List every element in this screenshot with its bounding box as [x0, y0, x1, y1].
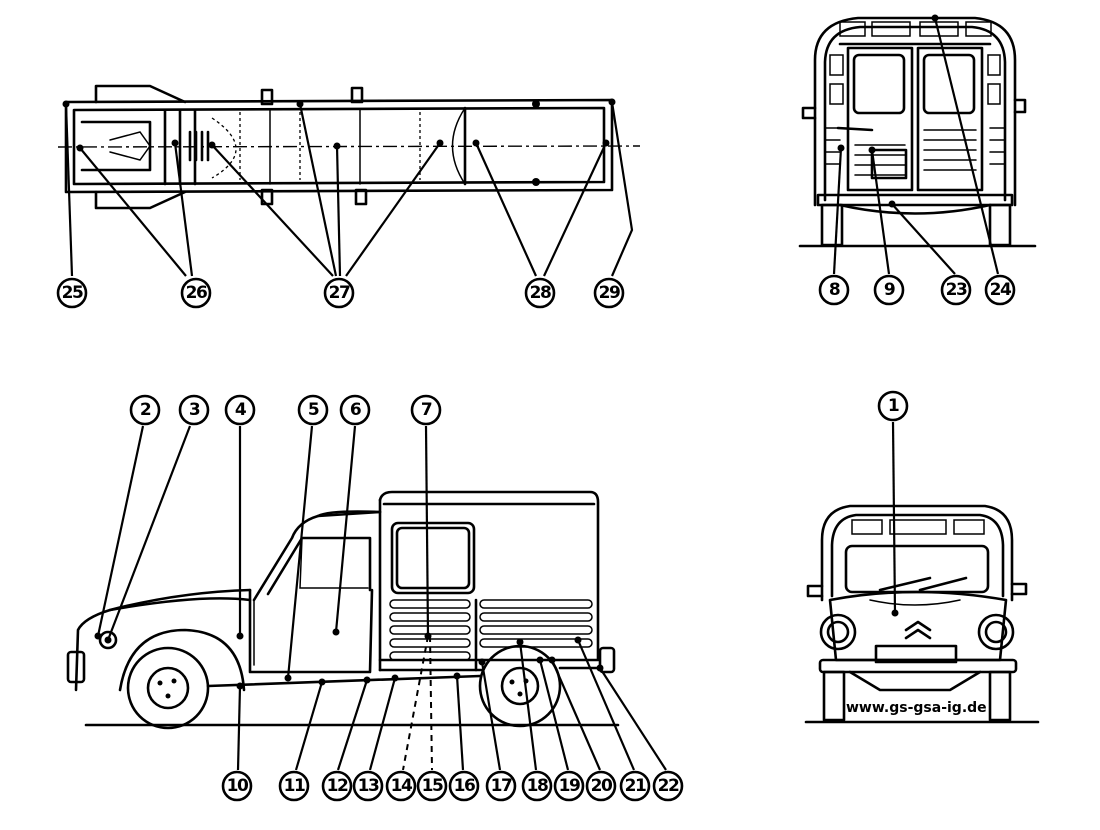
- callout-15: 15: [416, 770, 448, 802]
- svg-text:12: 12: [327, 776, 348, 796]
- callout-22: 22: [652, 770, 684, 802]
- svg-text:14: 14: [391, 776, 413, 796]
- svg-text:16: 16: [454, 776, 475, 796]
- callout-2: 2: [129, 394, 161, 426]
- callout-13: 13: [352, 770, 384, 802]
- svg-text:25: 25: [62, 283, 83, 303]
- callout-12: 12: [321, 770, 353, 802]
- callout-25: 25: [56, 277, 88, 309]
- svg-text:3: 3: [189, 400, 200, 420]
- callout-17: 17: [485, 770, 517, 802]
- svg-text:2: 2: [140, 400, 151, 420]
- svg-text:28: 28: [530, 283, 551, 303]
- callout-26: 26: [180, 277, 212, 309]
- chassis-plan-view: [57, 84, 641, 277]
- svg-text:7: 7: [421, 400, 432, 420]
- callout-6: 6: [339, 394, 371, 426]
- svg-text:11: 11: [284, 776, 305, 796]
- callout-5: 5: [297, 394, 329, 426]
- svg-text:5: 5: [308, 400, 319, 420]
- svg-text:26: 26: [186, 283, 207, 303]
- svg-text:24: 24: [990, 280, 1012, 300]
- svg-text:4: 4: [235, 400, 247, 420]
- callout-24: 24: [984, 274, 1016, 306]
- callout-9: 9: [873, 274, 905, 306]
- callout-16: 16: [448, 770, 480, 802]
- svg-text:6: 6: [350, 400, 361, 420]
- svg-text:23: 23: [946, 280, 967, 300]
- svg-text:21: 21: [625, 776, 646, 796]
- svg-text:15: 15: [422, 776, 443, 796]
- callout-7: 7: [410, 394, 442, 426]
- callout-10: 10: [221, 770, 253, 802]
- callout-28: 28: [524, 277, 556, 309]
- rear-view: [798, 14, 1037, 275]
- svg-text:19: 19: [559, 776, 580, 796]
- svg-text:27: 27: [329, 283, 350, 303]
- callout-19: 19: [553, 770, 585, 802]
- side-view: [66, 425, 667, 771]
- callout-29: 29: [593, 277, 625, 309]
- callout-14: 14: [385, 770, 417, 802]
- callout-1: 1: [877, 390, 909, 422]
- callout-20: 20: [585, 770, 617, 802]
- watermark-text: www.gs-gsa-ig.de: [846, 700, 987, 716]
- callout-3: 3: [178, 394, 210, 426]
- svg-text:10: 10: [227, 776, 249, 796]
- svg-text:13: 13: [358, 776, 379, 796]
- svg-text:18: 18: [527, 776, 548, 796]
- callout-labels: 1 2 3 4 5 6 7 8 9 10 11 12 13 14 15 16 1…: [56, 274, 1016, 802]
- callout-8: 8: [818, 274, 850, 306]
- svg-text:20: 20: [591, 776, 613, 796]
- callout-27: 27: [323, 277, 355, 309]
- front-view: [804, 421, 1040, 724]
- svg-text:1: 1: [888, 396, 899, 416]
- svg-text:29: 29: [599, 283, 620, 303]
- svg-text:8: 8: [829, 280, 840, 300]
- callout-21: 21: [619, 770, 651, 802]
- callout-18: 18: [521, 770, 553, 802]
- callout-23: 23: [940, 274, 972, 306]
- svg-text:17: 17: [491, 776, 512, 796]
- svg-text:22: 22: [658, 776, 679, 796]
- svg-text:9: 9: [884, 280, 895, 300]
- callout-11: 11: [278, 770, 310, 802]
- callout-4: 4: [224, 394, 256, 426]
